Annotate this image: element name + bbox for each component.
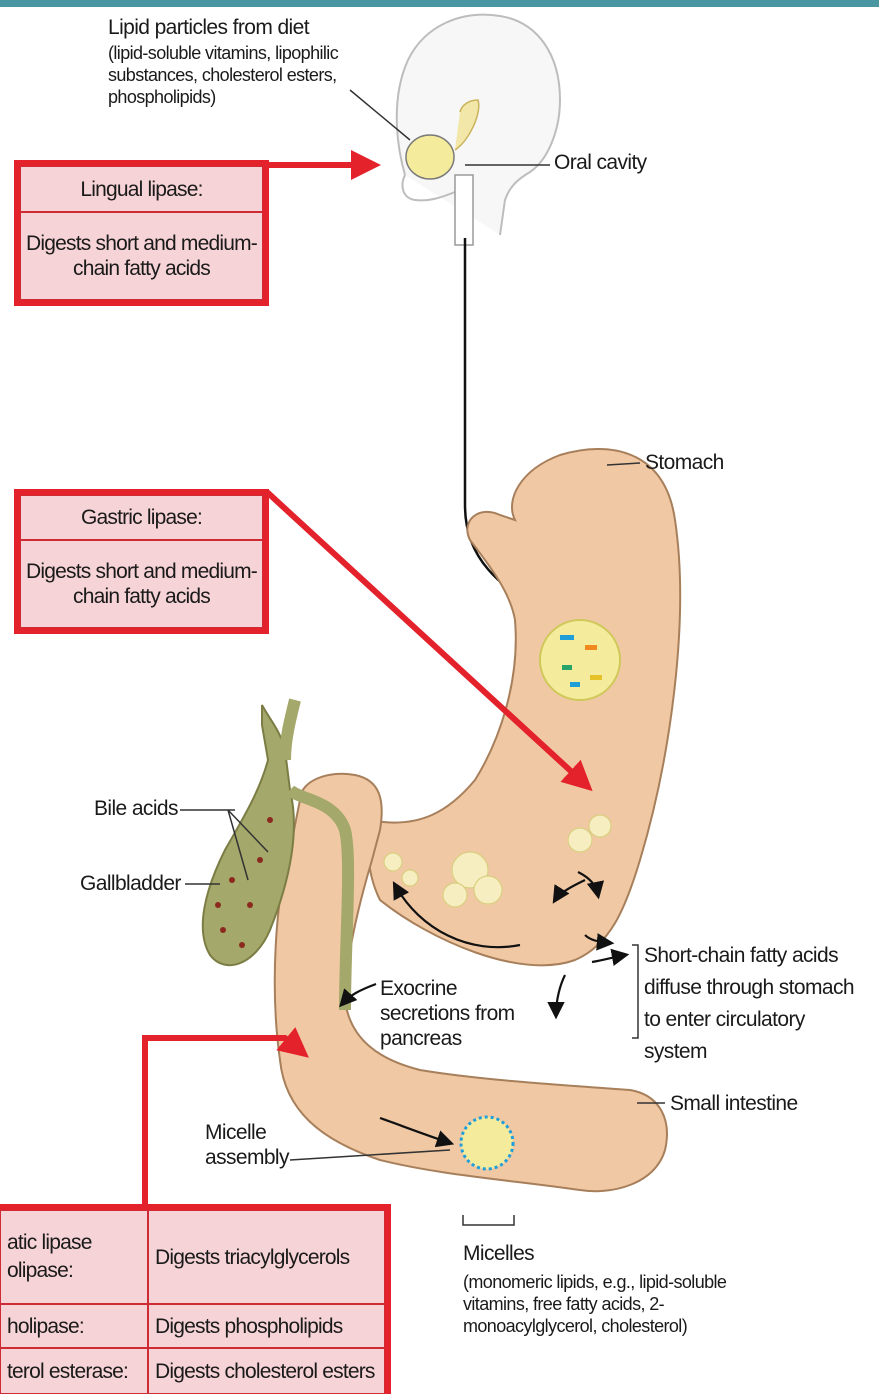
stomach-label: Stomach	[645, 450, 724, 475]
oral-cavity-label: Oral cavity	[554, 150, 647, 175]
pancreatic-enzyme-table: atic lipase olipase: Digests triacylglyc…	[0, 1204, 391, 1394]
table-row-1-action: Digests triacylglycerols	[148, 1210, 385, 1304]
lingual-lipase-title: Lingual lipase:	[20, 166, 263, 212]
gastric-lipase-box: Gastric lipase: Digests short and medium…	[14, 489, 269, 634]
small-intestine-label: Small intestine	[670, 1091, 798, 1116]
short-chain-label: Short-chain fatty acids diffuse through …	[644, 940, 869, 1068]
micelle-assembly-label: Micelle assembly	[205, 1120, 285, 1170]
table-row-2-action: Digests phospholipids	[148, 1304, 385, 1348]
micelle-illustration	[461, 1117, 513, 1169]
lipid-particles-label: Lipid particles from diet	[108, 15, 309, 40]
gastric-lipase-desc: Digests short and medium-chain fatty aci…	[20, 540, 263, 628]
exocrine-label: Exocrine secretions from pancreas	[380, 976, 520, 1051]
head-illustration	[397, 15, 560, 245]
stomach-illustration	[368, 449, 680, 965]
lingual-lipase-desc: Digests short and medium-chain fatty aci…	[20, 212, 263, 300]
lipid-droplet-stomach	[540, 620, 620, 700]
lipid-particles-detail: (lipid-soluble vitamins, lipophilic subs…	[108, 42, 383, 108]
table-row-3-enzyme: terol esterase:	[0, 1348, 148, 1394]
gastric-lipase-title: Gastric lipase:	[20, 495, 263, 540]
lingual-lipase-box: Lingual lipase: Digests short and medium…	[14, 160, 269, 306]
bile-acids-label: Bile acids	[94, 796, 178, 821]
table-row-2-enzyme: holipase:	[0, 1304, 148, 1348]
table-row-1-enzyme: atic lipase olipase:	[0, 1210, 148, 1304]
micelles-label: Micelles	[463, 1241, 534, 1266]
table-row-3-action: Digests cholesterol esters	[148, 1348, 385, 1394]
micelles-detail: (monomeric lipids, e.g., lipid-soluble v…	[463, 1271, 763, 1337]
gallbladder-label: Gallbladder	[80, 871, 181, 896]
